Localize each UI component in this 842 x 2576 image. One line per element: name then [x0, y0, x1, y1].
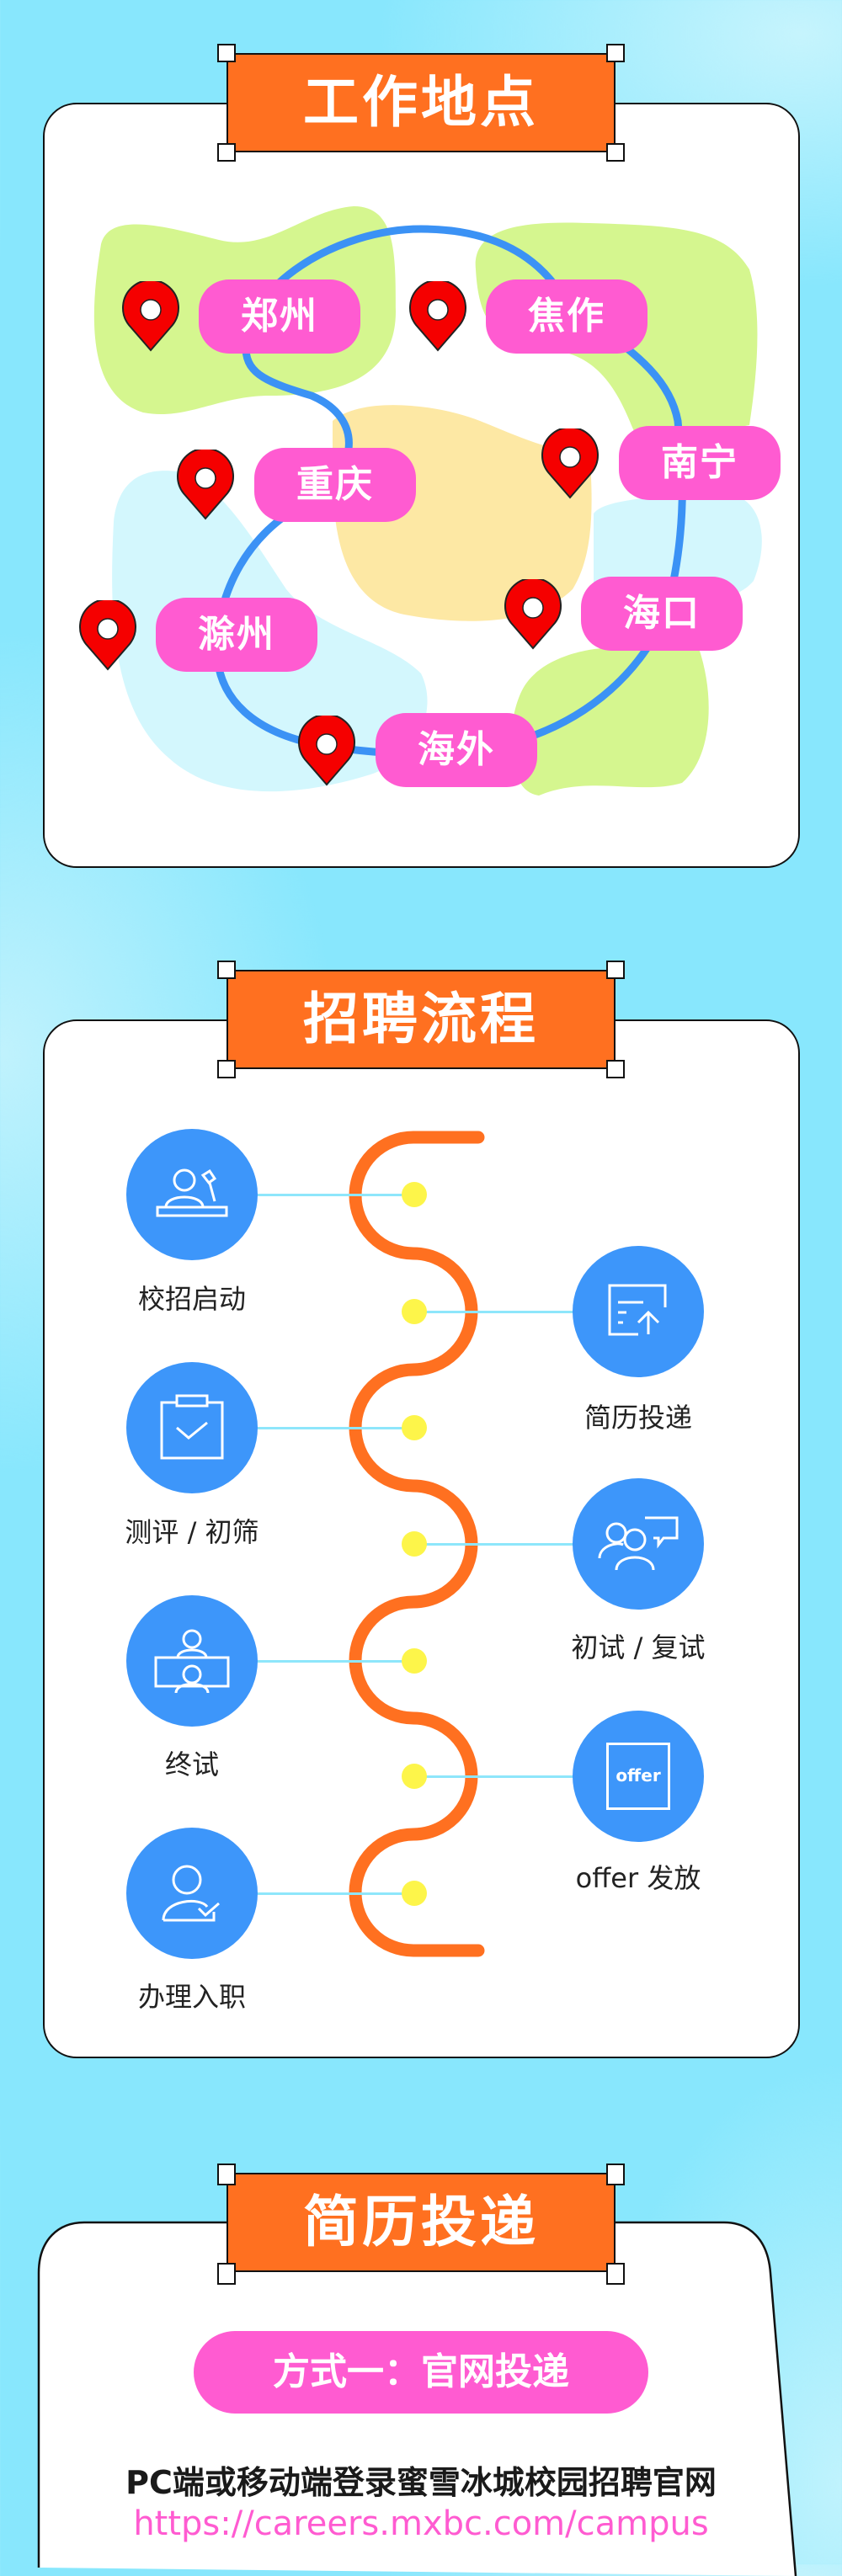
- apply-instruction: PC端或移动端登录蜜雪冰城校园招聘官网: [125, 2464, 717, 2501]
- connector-line: [258, 1660, 414, 1663]
- handle: [217, 2164, 236, 2185]
- handle: [217, 143, 236, 162]
- connector-line: [414, 1311, 574, 1313]
- map-pin-icon: [121, 279, 180, 352]
- timeline-dot: [402, 1415, 427, 1440]
- map-pin-icon: [176, 447, 235, 520]
- connector-line: [414, 1543, 574, 1546]
- handle: [606, 1060, 625, 1078]
- timeline-dot: [402, 1881, 427, 1906]
- city-label-overseas: 海外: [376, 713, 537, 787]
- step-label: 校招启动: [137, 1283, 246, 1315]
- map-pin-icon: [408, 279, 467, 352]
- handle: [217, 1060, 236, 1078]
- interview-chat-icon: [573, 1478, 704, 1610]
- city-label-haikou: 海口: [581, 577, 743, 651]
- step-label: 办理入职: [137, 1981, 246, 2013]
- map-pin-icon: [504, 577, 562, 650]
- offer-icon-text: offer: [616, 1765, 661, 1786]
- city-label-chongqing: 重庆: [254, 448, 416, 522]
- step-label: offer 发放: [575, 1862, 701, 1894]
- timeline-dot: [402, 1648, 427, 1674]
- city-label-nanning: 南宁: [619, 426, 781, 500]
- handle: [217, 2263, 236, 2285]
- connector-line: [258, 1427, 414, 1429]
- map-region-green-bottom: [510, 638, 709, 796]
- map-pin-icon: [297, 713, 356, 786]
- presenter-icon: [126, 1129, 258, 1260]
- offer-document-icon: offer: [573, 1711, 704, 1842]
- step-label: 简历投递: [584, 1402, 692, 1434]
- resume-upload-icon: [573, 1246, 704, 1377]
- method-pill: 方式一：官网投递: [194, 2331, 648, 2414]
- map-pin-icon: [78, 598, 137, 671]
- handle: [606, 2263, 625, 2285]
- handle: [217, 44, 236, 62]
- connector-line: [258, 1892, 414, 1895]
- city-label-jiaozuo: 焦作: [486, 279, 647, 354]
- careers-url-link[interactable]: https://careers.mxbc.com/campus: [133, 2504, 709, 2543]
- handle: [217, 961, 236, 979]
- city-label-chuzhou: 滁州: [156, 598, 317, 672]
- apply-title: 简历投递: [226, 2173, 616, 2272]
- timeline-dot: [402, 1299, 427, 1324]
- clipboard-check-icon: [126, 1362, 258, 1493]
- handle: [606, 961, 625, 979]
- step-label: 初试 / 复试: [571, 1631, 706, 1663]
- timeline-dot: [402, 1182, 427, 1207]
- map-pin-icon: [541, 426, 600, 499]
- handle: [606, 2164, 625, 2185]
- process-title: 招聘流程: [226, 970, 616, 1069]
- timeline-dot: [402, 1531, 427, 1557]
- handle: [606, 143, 625, 162]
- video-interview-icon: [126, 1595, 258, 1727]
- user-check-icon: [126, 1828, 258, 1959]
- locations-title: 工作地点: [226, 53, 616, 152]
- connector-line: [258, 1194, 414, 1196]
- step-label: 测评 / 初筛: [125, 1516, 259, 1548]
- handle: [606, 44, 625, 62]
- connector-line: [414, 1775, 574, 1778]
- timeline-dot: [402, 1764, 427, 1789]
- step-label: 终试: [164, 1748, 219, 1780]
- city-label-zhengzhou: 郑州: [199, 279, 360, 354]
